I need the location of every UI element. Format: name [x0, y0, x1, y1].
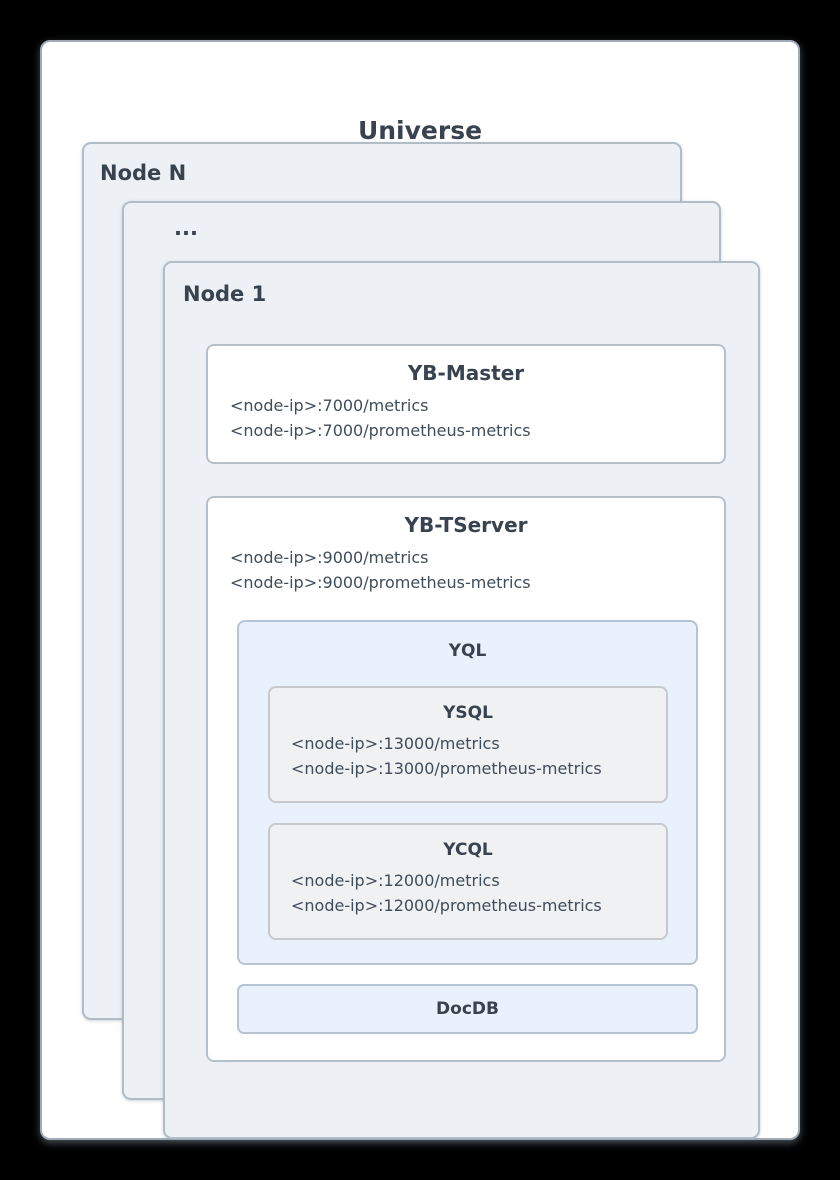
node-1-label: Node 1 [183, 282, 267, 306]
yb-tserver-metric-line: <node-ip>:9000/metrics [230, 548, 429, 567]
yql-box: YQL YSQL <node-ip>:13000/metrics <node-i… [237, 620, 698, 965]
yql-title: YQL [448, 641, 487, 661]
ycql-metrics: <node-ip>:12000/metrics <node-ip>:12000/… [291, 868, 666, 918]
universe-title: Universe [357, 116, 483, 145]
ycql-box: YCQL <node-ip>:12000/metrics <node-ip>:1… [268, 823, 668, 940]
yb-master-metric-line: <node-ip>:7000/metrics [230, 396, 429, 415]
yb-tserver-metrics: <node-ip>:9000/metrics <node-ip>:9000/pr… [230, 545, 724, 595]
yb-master-metrics: <node-ip>:7000/metrics <node-ip>:7000/pr… [230, 393, 724, 443]
node-n-label: Node N [100, 161, 187, 185]
ysql-title: YSQL [443, 703, 493, 723]
docdb-title: DocDB [436, 999, 499, 1019]
ycql-metric-line: <node-ip>:12000/prometheus-metrics [291, 896, 602, 915]
yb-tserver-metric-line: <node-ip>:9000/prometheus-metrics [230, 573, 531, 592]
universe-card: Universe Node N ... Node 1 YB-Master <no… [40, 40, 800, 1140]
node-ellipsis-label: ... [174, 216, 198, 240]
ycql-metric-line: <node-ip>:12000/metrics [291, 871, 500, 890]
yb-tserver-title: YB-TServer [404, 513, 528, 537]
ysql-metric-line: <node-ip>:13000/prometheus-metrics [291, 759, 602, 778]
ycql-title: YCQL [443, 840, 493, 860]
ysql-metric-line: <node-ip>:13000/metrics [291, 734, 500, 753]
ysql-metrics: <node-ip>:13000/metrics <node-ip>:13000/… [291, 731, 666, 781]
yb-master-box: YB-Master <node-ip>:7000/metrics <node-i… [206, 344, 726, 464]
ysql-box: YSQL <node-ip>:13000/metrics <node-ip>:1… [268, 686, 668, 803]
yb-master-metric-line: <node-ip>:7000/prometheus-metrics [230, 421, 531, 440]
docdb-box: DocDB [237, 984, 698, 1034]
yb-tserver-box: YB-TServer <node-ip>:9000/metrics <node-… [206, 496, 726, 1062]
node-1-box: Node 1 YB-Master <node-ip>:7000/metrics … [163, 261, 760, 1139]
yb-master-title: YB-Master [407, 361, 525, 385]
